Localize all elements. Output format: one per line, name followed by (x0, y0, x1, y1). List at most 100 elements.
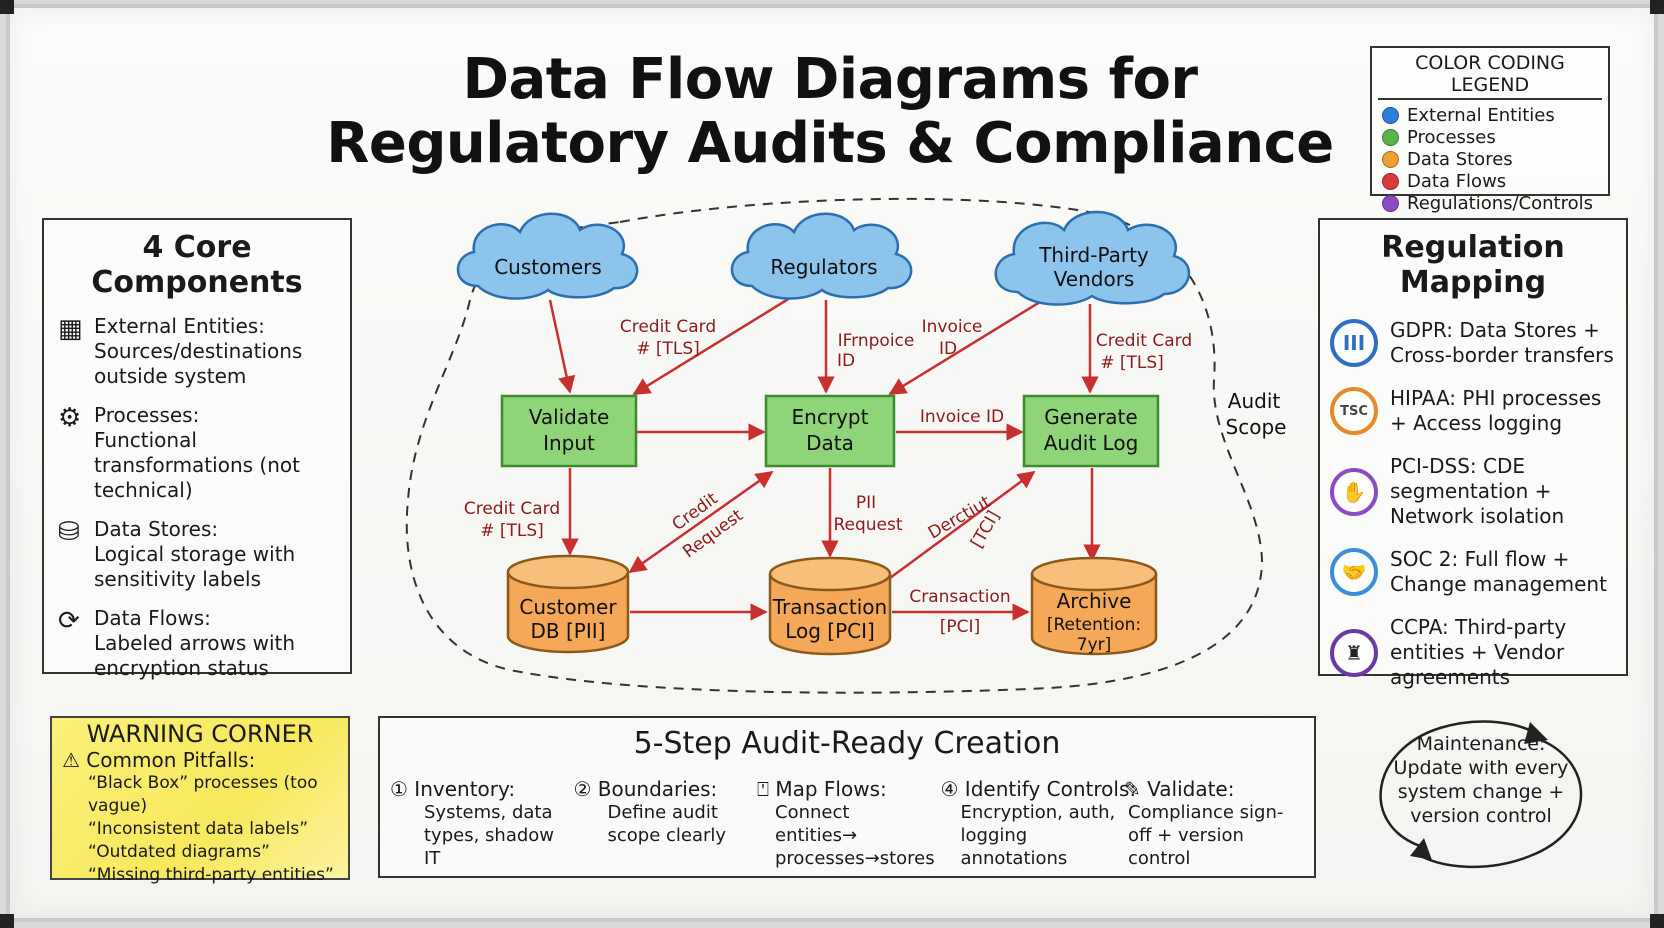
edge-label: Request (833, 515, 902, 535)
store-label: Log [PCI] (785, 619, 875, 643)
cylinder-top (506, 554, 630, 590)
store-label: DB [PII] (531, 619, 606, 643)
step-title: Validate: (1147, 777, 1235, 801)
entity-label: Customers (494, 255, 602, 279)
reg-item-text: GDPR: Data Stores + Cross-border transfe… (1390, 318, 1614, 367)
warning-corner-panel: WARNING CORNER ⚠ Common Pitfalls: “Black… (50, 716, 350, 885)
legend-label: Data Flows (1407, 170, 1507, 192)
store-label: 7yr] (1077, 635, 1112, 655)
reg-item-gdpr: III GDPR: Data Stores + Cross-border tra… (1330, 318, 1616, 368)
flow-credit-request (628, 470, 774, 574)
blue-dot-icon (1382, 106, 1399, 124)
edge-label: # [TLS] (480, 521, 544, 541)
edge-label: Invoice ID (920, 407, 1004, 427)
gdpr-badge-icon: III (1330, 319, 1378, 367)
reg-item-soc2: 🤝 SOC 2: Full flow + Change management (1330, 547, 1616, 597)
legend-item-data-flows: Data Flows (1382, 170, 1598, 192)
cloud-shape (456, 212, 639, 300)
process-label: Audit Log (1044, 431, 1139, 455)
arrowhead-icon (1410, 838, 1432, 860)
cylinder-top (1030, 556, 1158, 592)
step-identify-controls: ④ Identify Controls: Encryption, auth, l… (940, 777, 1137, 870)
edge-label: Credit Card (1096, 331, 1192, 351)
maintenance-line: Update with every (1393, 757, 1569, 779)
map-flows-icon: ⍞ (757, 777, 769, 801)
maintenance-line: version control (1410, 805, 1552, 827)
hipaa-badge-icon: TSC (1330, 387, 1378, 435)
warning-subheading: Common Pitfalls: (86, 748, 256, 772)
maintenance-cycle-arrow (1379, 720, 1541, 848)
table-icon: ▦ (58, 314, 83, 344)
flow-regulators-validate (632, 296, 791, 396)
entity-regulators: Regulators (730, 212, 913, 300)
arrowhead-icon (1524, 722, 1548, 744)
reg-item-hipaa: TSC HIPAA: PHI processes + Access loggin… (1330, 386, 1616, 436)
core-item-title: Processes: (94, 403, 200, 427)
pencil-check-icon: ✎ (1124, 777, 1141, 801)
entity-label: Vendors (1054, 267, 1135, 291)
store-transaction-log: Transaction Log [PCI] (768, 556, 892, 656)
step-desc: Encryption, auth, logging annotations (960, 802, 1116, 869)
warning-triangle-icon: ⚠ (62, 748, 87, 772)
store-label: [Retention: (1047, 615, 1141, 635)
step-validate: ✎ Validate: Compliance sign-off + versio… (1124, 777, 1304, 870)
process-label: Validate (529, 405, 610, 429)
reg-item-ccpa: ♜ CCPA: Third-party entities + Vendor ag… (1330, 615, 1616, 690)
step-desc: Compliance sign-off + version control (1128, 802, 1284, 869)
flow-vendors-encrypt (888, 300, 1041, 396)
cylinder-shape (506, 572, 630, 654)
core-item-data-stores: ⛁ Data Stores:Logical storage with sensi… (58, 517, 336, 592)
legend-item-regulations: Regulations/Controls (1382, 192, 1598, 214)
regulation-mapping-panel: Regulation Mapping III GDPR: Data Stores… (1318, 218, 1628, 689)
process-validate-input: Validate Input (500, 394, 638, 468)
process-label: Generate (1044, 405, 1137, 429)
maintenance-title: Maintenance: (1416, 733, 1546, 755)
reg-item-text: CCPA: Third-party entities + Vendor agre… (1390, 615, 1567, 689)
legend-item-data-stores: Data Stores (1382, 148, 1598, 170)
legend-heading: COLOR CODING LEGEND (1378, 52, 1602, 100)
pitfall-item: “Black Box” processes (too vague) (88, 773, 318, 816)
page-title: Data Flow Diagrams for Regulatory Audits… (300, 48, 1360, 176)
process-box (500, 394, 638, 468)
audit-scope-label: Audit (1228, 389, 1281, 413)
reg-item-pci-dss: ✋ PCI-DSS: CDE segmentation + Network is… (1330, 454, 1616, 529)
reg-item-text: PCI-DSS: CDE segmentation + Network isol… (1390, 454, 1565, 528)
legend-label: Processes (1407, 126, 1496, 148)
pitfall-item: “Outdated diagrams” (88, 842, 270, 862)
ccpa-badge-icon: ♜ (1330, 628, 1378, 677)
edge-label: [PCI] (940, 617, 980, 637)
step-number-icon: ④ (940, 777, 959, 801)
legend-label: Data Stores (1407, 148, 1513, 170)
database-icon: ⛁ (58, 517, 80, 547)
cylinder-top (768, 556, 892, 592)
flow-icon: ⟳ (58, 606, 80, 636)
cylinder-shape (1030, 574, 1158, 656)
pitfall-item: “Inconsistent data labels” (88, 819, 308, 839)
edge-label: Credit Card (464, 499, 560, 519)
core-item-data-flows: ⟳ Data Flows:Labeled arrows with encrypt… (58, 606, 336, 681)
legend-item-processes: Processes (1382, 126, 1598, 148)
process-encrypt-data: Encrypt Data (764, 394, 896, 468)
edge-label: Cransaction (909, 587, 1010, 607)
legend-item-external-entities: External Entities (1382, 104, 1598, 126)
steps-heading: 5-Step Audit-Ready Creation (633, 726, 1061, 761)
step-boundaries: ② Boundaries: Define audit scope clearly (574, 777, 754, 870)
process-label: Input (543, 431, 595, 455)
reg-item-text: HIPAA: PHI processes + Access logging (1390, 386, 1602, 435)
red-dot-icon (1382, 172, 1399, 190)
flow-customers-validate (548, 299, 576, 394)
edge-label: # [TLS] (1100, 353, 1164, 373)
entity-customers: Customers (456, 212, 639, 300)
cloud-shape (994, 210, 1191, 306)
core-components-panel: 4 Core Components ▦ External Entities:So… (42, 218, 352, 680)
board-corner (1650, 914, 1664, 928)
core-item-title: Data Stores: (94, 517, 219, 541)
step-title: Inventory: (414, 777, 516, 801)
core-item-desc: Logical storage with sensitivity labels (94, 542, 296, 591)
maintenance-cycle-arrow (1413, 736, 1583, 869)
cloud-shape (730, 212, 913, 300)
edge-label: PII (856, 493, 876, 513)
pitfall-item: “Missing third-party entities” (88, 865, 334, 885)
store-archive: Archive [Retention: 7yr] (1030, 556, 1158, 656)
